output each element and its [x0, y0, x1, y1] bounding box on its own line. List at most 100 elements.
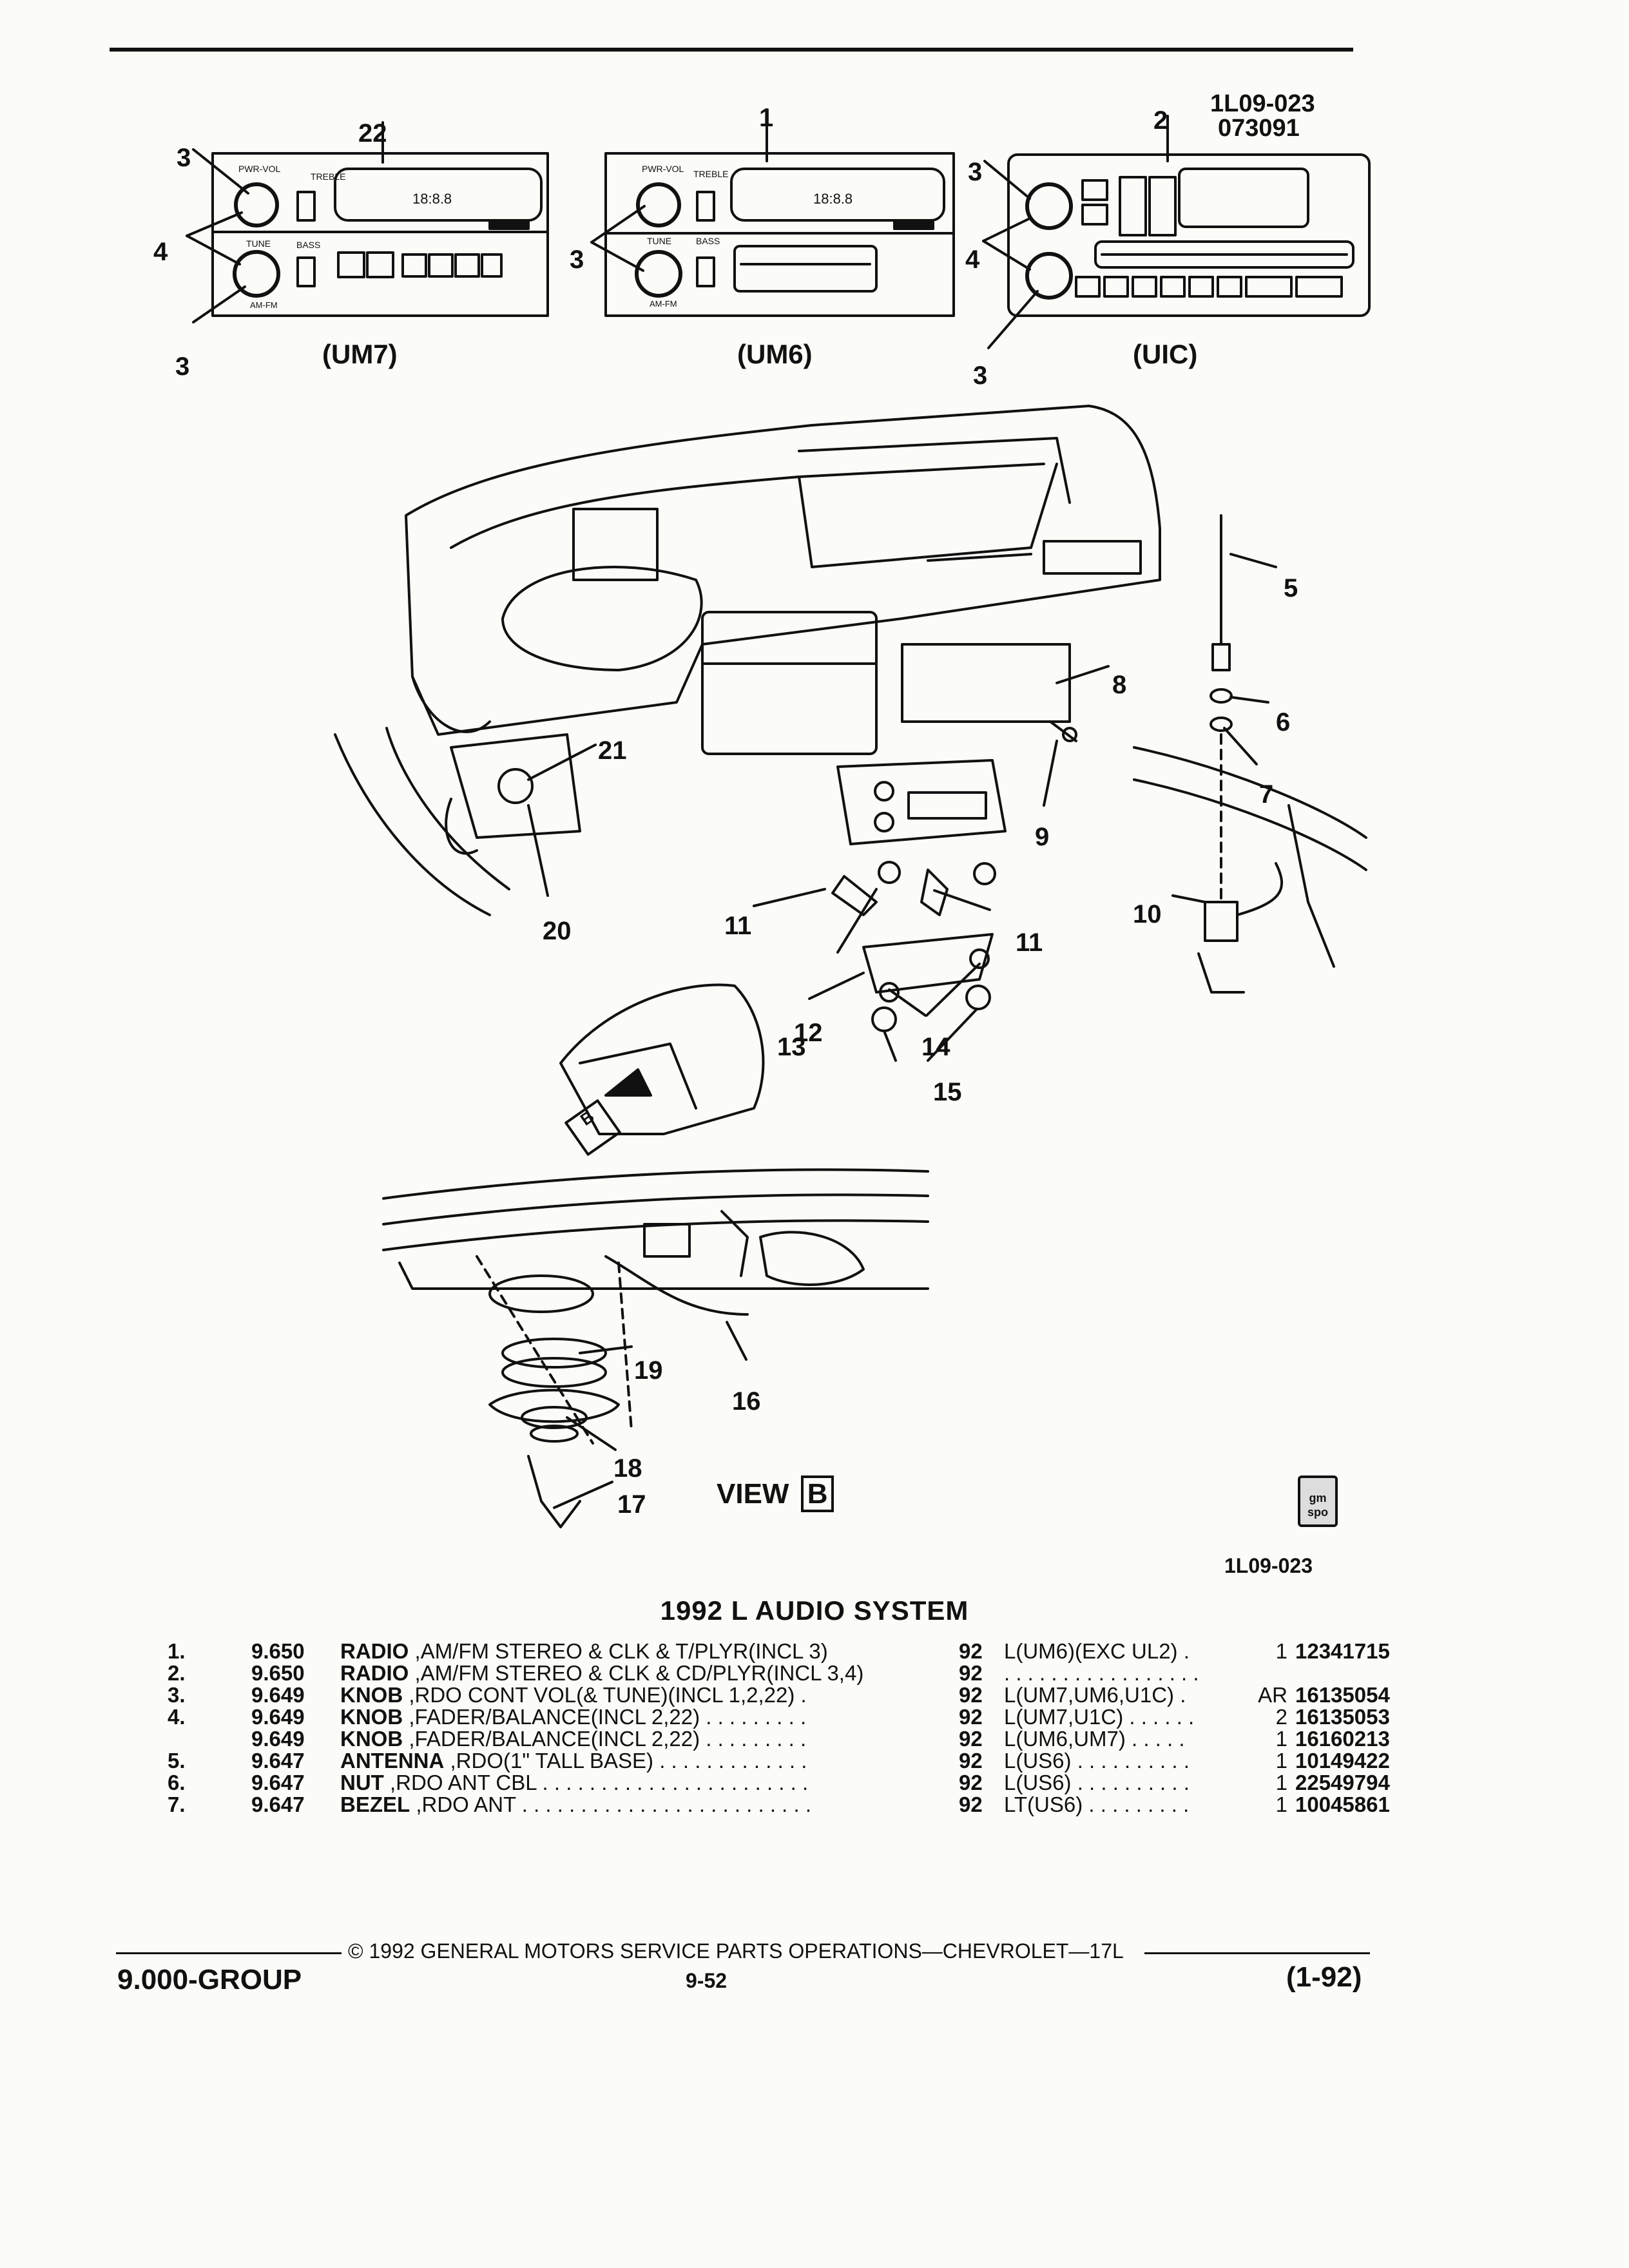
door-speaker: [334, 727, 581, 916]
part-desc-text: ,RDO(1" TALL BASE) . . . . . . . . . . .…: [444, 1749, 807, 1773]
radio-um7-faceplate: [211, 152, 549, 317]
part-quantity: 1: [1275, 1792, 1287, 1816]
mounting-bracket: [831, 720, 1077, 1032]
rear-shelf-view: [382, 1168, 929, 1316]
part-group-code: 9.650: [251, 1661, 305, 1685]
part-usage: L(UM6,UM7) . . . . .: [1004, 1727, 1185, 1751]
part-year: 92: [959, 1661, 983, 1685]
variant-caption-um6: (UM6): [737, 339, 813, 369]
part-group-code: 9.650: [251, 1639, 305, 1663]
part-group-code: 9.647: [251, 1771, 305, 1794]
callout-8: 8: [1112, 671, 1126, 699]
part-description: KNOB ,RDO CONT VOL(& TUNE)(INCL 1,2,22) …: [340, 1684, 959, 1706]
part-name: NUT: [340, 1771, 384, 1794]
part-number: 12341715: [1295, 1639, 1390, 1663]
part-quantity: 1: [1275, 1749, 1287, 1773]
part-year: 92: [959, 1771, 983, 1794]
part-desc-text: ,AM/FM STEREO & CLK & T/PLYR(INCL 3): [409, 1639, 828, 1663]
um7-pwr-vol-label: PWR-VOL: [238, 164, 281, 174]
part-quantity: 1: [1275, 1771, 1287, 1794]
part-callout-number: 5.: [168, 1749, 186, 1773]
radio-um6-faceplate: [604, 152, 955, 317]
figure-id-top: 1L09-023: [1210, 90, 1315, 117]
footer-rule-left: [116, 1952, 342, 1954]
callout-7: 7: [1259, 780, 1273, 809]
parts-row: 3. 9.649 KNOB ,RDO CONT VOL(& TUNE)(INCL 1…: [168, 1684, 1390, 1706]
part-number: 16160213: [1295, 1727, 1390, 1751]
um7-bass-label: BASS: [296, 240, 321, 250]
part-callout-number: 1.: [168, 1639, 186, 1663]
rear-speaker: [476, 1255, 633, 1528]
part-group-code: 9.649: [251, 1727, 305, 1751]
callout-3-4: 3: [175, 352, 189, 381]
callout-11-2: 11: [1016, 928, 1043, 957]
part-callout-number: 3.: [168, 1683, 186, 1707]
part-usage: L(UM7,U1C) . . . . . .: [1004, 1705, 1195, 1729]
part-description: RADIO ,AM/FM STEREO & CLK & CD/PLYR(INCL…: [340, 1662, 959, 1684]
part-desc-text: ,RDO ANT . . . . . . . . . . . . . . . .…: [410, 1792, 812, 1816]
top-rule: [110, 48, 1353, 52]
callout-3-3: 3: [968, 158, 982, 186]
um6-display: 18:8.8: [813, 191, 853, 207]
part-number: 10149422: [1295, 1749, 1390, 1773]
callout-17: 17: [617, 1490, 646, 1519]
part-number: 16135053: [1295, 1705, 1390, 1729]
part-name: KNOB: [340, 1727, 403, 1751]
callout-2: 2: [1153, 106, 1168, 135]
part-number: 22549794: [1295, 1771, 1390, 1794]
um6-pwr-vol-label: PWR-VOL: [642, 164, 684, 174]
part-number: 16135054: [1295, 1683, 1390, 1707]
part-year: 92: [959, 1705, 983, 1729]
callout-19: 19: [634, 1356, 663, 1385]
callout-16: 16: [732, 1387, 761, 1416]
part-quantity: AR: [1258, 1683, 1287, 1707]
callout-15: 15: [933, 1078, 962, 1106]
figure-id-bottom: 1L09-023: [1224, 1554, 1313, 1577]
callout-5: 5: [1284, 574, 1298, 602]
part-description: ANTENNA ,RDO(1" TALL BASE) . . . . . . .…: [340, 1750, 959, 1772]
page-title: 1992 L AUDIO SYSTEM: [660, 1595, 969, 1626]
part-group-code: 9.647: [251, 1749, 305, 1773]
revision-date: (1-92): [1286, 1961, 1362, 1993]
part-description: NUT ,RDO ANT CBL . . . . . . . . . . . .…: [340, 1772, 959, 1794]
um7-amfm-label: AM-FM: [250, 300, 278, 310]
callout-3-1: 3: [177, 144, 191, 172]
callout-10: 10: [1133, 900, 1162, 928]
part-year: 92: [959, 1683, 983, 1707]
part-description: KNOB ,FADER/BALANCE(INCL 2,22) . . . . .…: [340, 1728, 959, 1750]
part-callout-number: [168, 1728, 251, 1750]
um7-tune-label: TUNE: [246, 238, 271, 249]
um6-treble-label: TREBLE: [693, 169, 729, 179]
part-quantity: 1: [1275, 1639, 1287, 1663]
part-description: BEZEL ,RDO ANT . . . . . . . . . . . . .…: [340, 1794, 959, 1816]
part-quantity: [1255, 1662, 1295, 1684]
part-name: KNOB: [340, 1705, 403, 1729]
figure-date-code: 073091: [1218, 115, 1300, 142]
part-usage: L(UM6)(EXC UL2) .: [1004, 1639, 1190, 1663]
radio-unit: [836, 759, 1007, 845]
part-number: 10045861: [1295, 1792, 1390, 1816]
part-year: 92: [959, 1792, 983, 1816]
part-desc-text: ,AM/FM STEREO & CLK & CD/PLYR(INCL 3,4): [409, 1661, 864, 1685]
part-name: KNOB: [340, 1683, 403, 1707]
callout-13: 13: [777, 1033, 806, 1061]
part-desc-text: ,RDO CONT VOL(& TUNE)(INCL 1,2,22) .: [403, 1683, 807, 1707]
part-group-code: 9.649: [251, 1705, 305, 1729]
part-usage: L(US6) . . . . . . . . . .: [1004, 1771, 1190, 1794]
callout-1: 1: [759, 104, 773, 132]
callout-12: 12: [794, 1019, 823, 1047]
part-group-code: 9.649: [251, 1683, 305, 1707]
callout-9: 9: [1035, 823, 1049, 851]
variant-caption-um7: (UM7): [322, 339, 398, 369]
callout-18: 18: [613, 1454, 642, 1483]
callout-11-1: 11: [724, 912, 751, 940]
um7-treble-label: TREBLE: [311, 171, 346, 182]
part-desc-text: ,RDO ANT CBL . . . . . . . . . . . . . .…: [383, 1771, 809, 1794]
view-b-label: VIEW B: [717, 1475, 834, 1512]
